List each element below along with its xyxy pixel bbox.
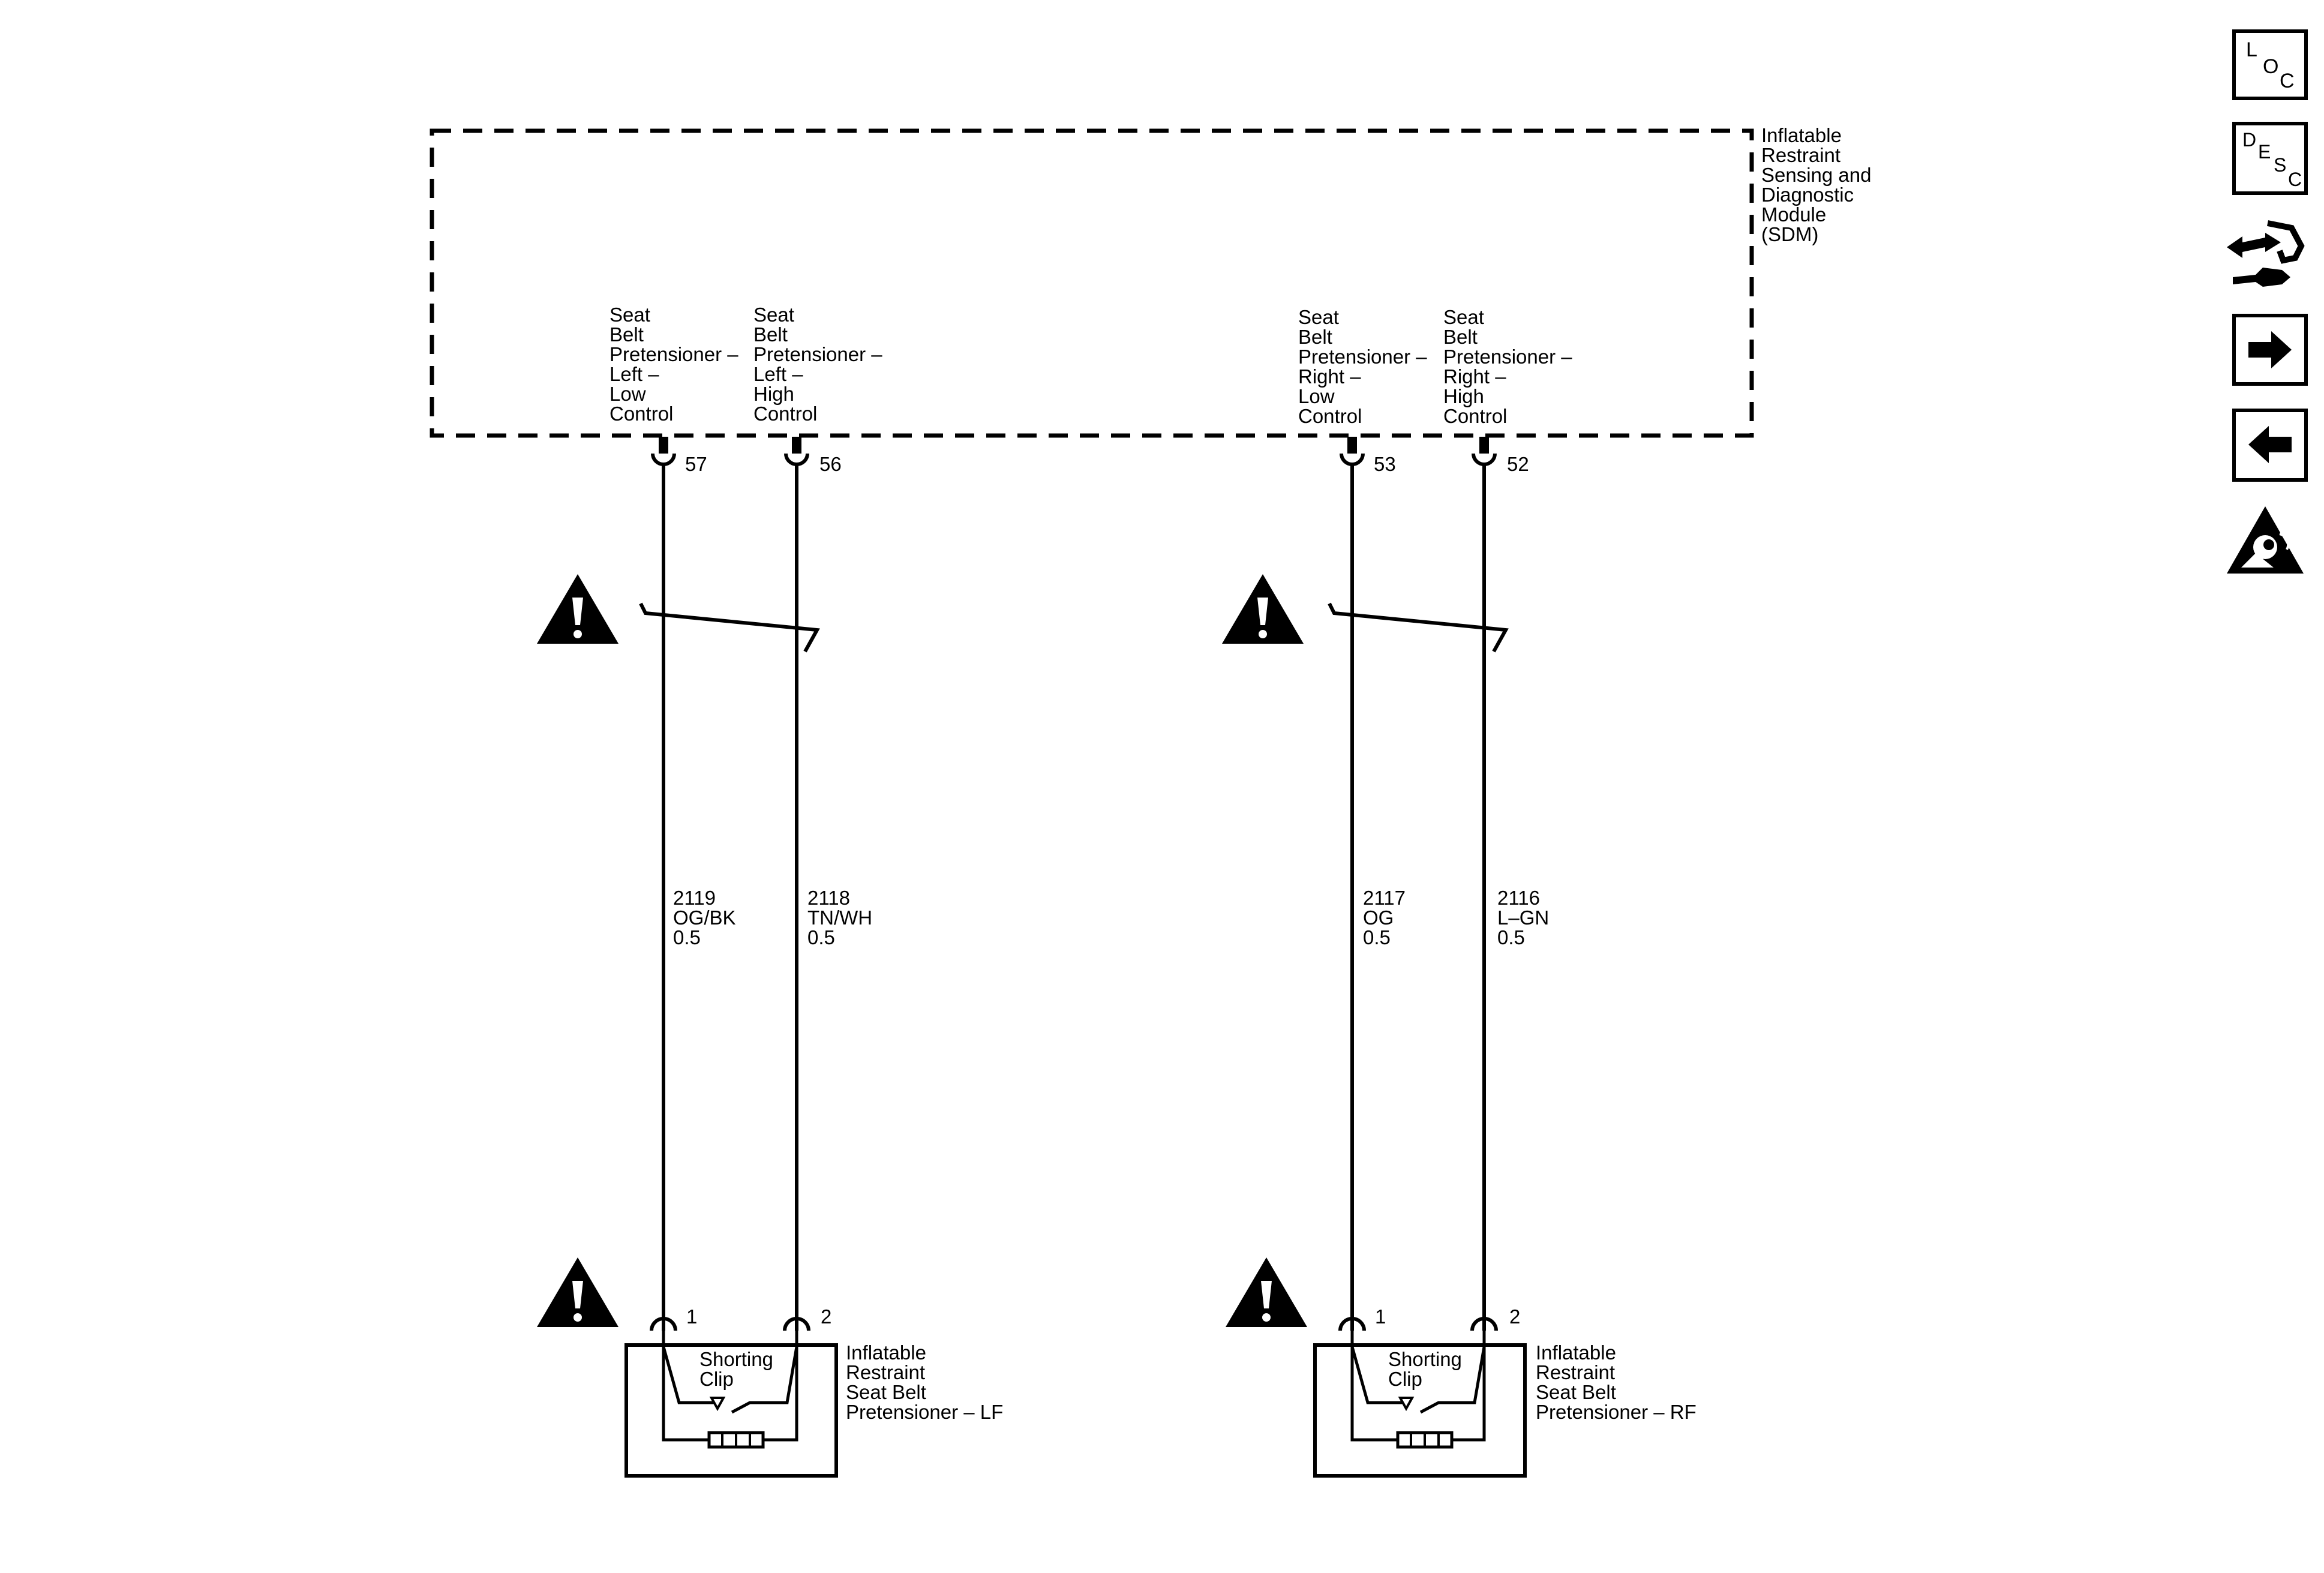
- pin-number-57: 57: [685, 453, 707, 475]
- warning-icon[interactable]: [1226, 1257, 1307, 1327]
- loc-button[interactable]: L O C: [2232, 29, 2308, 100]
- terminal-label-52: Seat Belt Pretensioner – Right – High Co…: [1443, 306, 1578, 427]
- connector-wrench-icon[interactable]: [2227, 220, 2305, 287]
- svg-text:C: C: [2288, 169, 2302, 190]
- shorting-clip: [662, 1346, 714, 1404]
- sdm-connector-pin-56: [784, 437, 809, 466]
- twisted-pair-right: [1328, 602, 1509, 653]
- svg-text:C: C: [2280, 70, 2295, 92]
- warning-icon[interactable]: [537, 1257, 618, 1327]
- sdm-connector-pin-53: [1340, 437, 1365, 466]
- airbag-warning-icon[interactable]: [2227, 506, 2304, 574]
- desc-button[interactable]: D E S C: [2232, 122, 2308, 195]
- next-arrow-icon[interactable]: [2232, 314, 2308, 386]
- sdm-module-name: Inflatable Restraint Sensing and Diagnos…: [1761, 124, 1877, 245]
- rf-pretensioner-component: [1313, 1331, 1527, 1478]
- wire-label-2117: 2117 OG 0.5: [1363, 887, 1411, 948]
- twisted-pair-left: [639, 602, 820, 653]
- terminal-label-53: Seat Belt Pretensioner – Right – Low Con…: [1298, 306, 1433, 427]
- svg-text:E: E: [2258, 141, 2271, 163]
- rf-shorting-clip-label: Shorting Clip: [1388, 1348, 1467, 1390]
- rf-connector-pin-2: [1470, 1317, 1498, 1331]
- lf-pretensioner-component: [624, 1331, 838, 1478]
- terminal-label-57: Seat Belt Pretensioner – Left – Low Cont…: [609, 304, 744, 425]
- svg-text:O: O: [2263, 55, 2278, 78]
- previous-arrow-icon[interactable]: [2232, 409, 2308, 482]
- warning-icon[interactable]: [537, 574, 618, 644]
- warning-icon[interactable]: [1222, 574, 1304, 644]
- lf-component-name: Inflatable Restraint Seat Belt Pretensio…: [846, 1341, 1003, 1423]
- pin-number-56: 56: [819, 453, 842, 475]
- sdm-module-box: [430, 128, 1754, 438]
- wire-label-2118: 2118 TN/WH 0.5: [807, 887, 878, 948]
- lf-pin-number-2: 2: [821, 1305, 831, 1328]
- svg-text:S: S: [2274, 154, 2286, 176]
- pin-number-53: 53: [1374, 453, 1396, 475]
- svg-text:L: L: [2246, 38, 2257, 61]
- wire-label-2119: 2119 OG/BK 0.5: [673, 887, 741, 948]
- lf-connector-pin-2: [783, 1317, 810, 1331]
- terminal-label-56: Seat Belt Pretensioner – Left – High Con…: [753, 304, 888, 425]
- lf-shorting-clip-label: Shorting Clip: [699, 1348, 779, 1390]
- svg-text:D: D: [2242, 129, 2256, 151]
- shorting-clip: [1350, 1346, 1403, 1404]
- lf-connector-pin-1: [650, 1317, 677, 1331]
- lf-pin-number-1: 1: [686, 1305, 697, 1328]
- rf-component-name: Inflatable Restraint Seat Belt Pretensio…: [1536, 1341, 1697, 1423]
- rf-pin-number-2: 2: [1509, 1305, 1520, 1328]
- rf-connector-pin-1: [1338, 1317, 1366, 1331]
- rf-pin-number-1: 1: [1375, 1305, 1386, 1328]
- wire-label-2116: 2116 L–GN 0.5: [1497, 887, 1554, 948]
- sdm-connector-pin-57: [651, 437, 676, 466]
- sdm-connector-pin-52: [1472, 437, 1497, 466]
- pin-number-52: 52: [1507, 453, 1529, 475]
